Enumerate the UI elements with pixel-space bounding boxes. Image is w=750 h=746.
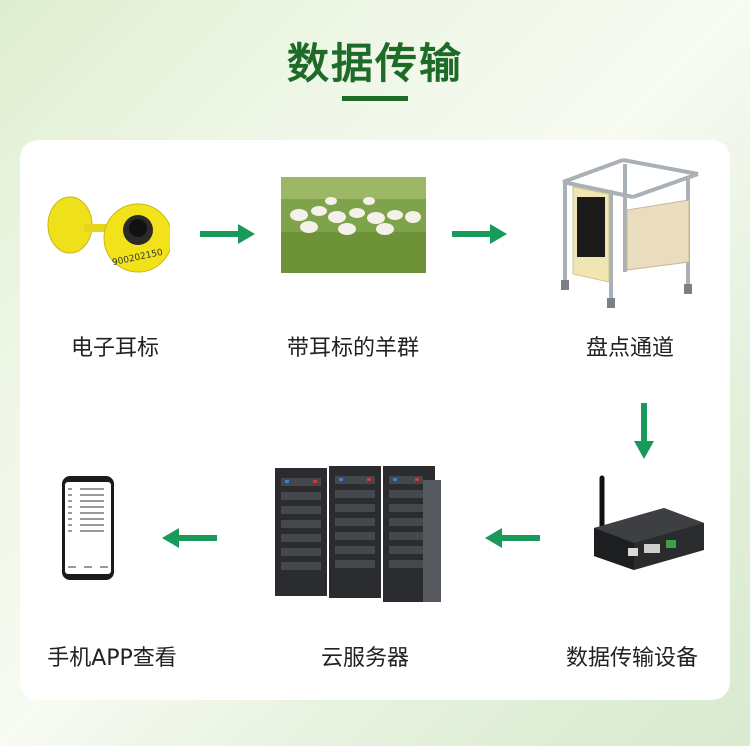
arrow-left-icon: [485, 528, 540, 548]
arrow-down-icon: [634, 403, 654, 459]
step-label-counting-channel: 盘点通道: [585, 336, 674, 361]
page-title: 数据传输: [286, 39, 463, 88]
cloud-server-image: [275, 466, 441, 602]
step-label-ear-tag: 电子耳标: [70, 336, 159, 361]
ear-tag-image: 900202150: [47, 196, 170, 273]
phone-app-image: [62, 476, 114, 580]
title-underline: [342, 96, 408, 101]
step-label-cloud-server: 云服务器: [320, 646, 409, 671]
sheep-flock-image: [281, 177, 426, 273]
arrow-right-icon: [200, 224, 255, 244]
arrow-right-icon: [452, 224, 507, 244]
transmission-device-image: [594, 475, 704, 570]
step-label-phone-app: 手机APP查看: [47, 646, 177, 671]
step-label-sheep-flock: 带耳标的羊群: [286, 336, 419, 361]
arrow-left-icon: [162, 528, 217, 548]
step-label-transmission-device: 数据传输设备: [565, 646, 698, 671]
counting-channel-image: [561, 158, 699, 308]
